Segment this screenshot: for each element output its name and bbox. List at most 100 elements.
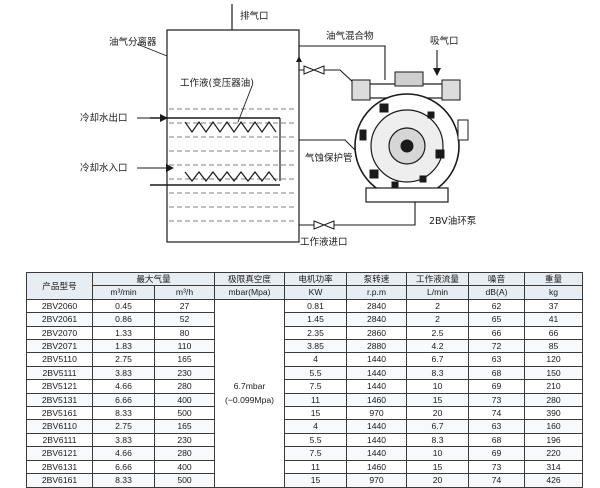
cell-model: 2BV2070 [26,325,93,341]
cell-weight: 390 [524,406,584,421]
cell-flow-m3min: 3.83 [92,365,155,381]
label-cooling-out: 冷却水出口 [80,112,128,124]
cell-noise: 62 [468,298,526,314]
label-suction: 吸气口 [430,35,459,47]
cell-flow-m3min: 0.86 [92,312,155,327]
cell-power: 2.35 [284,325,348,341]
cell-fluid: 15 [406,459,470,475]
cell-model: 2BV2060 [26,298,93,314]
cell-fluid: 8.3 [406,432,470,448]
cell-flow-m3h: 500 [153,406,216,421]
cell-noise: 69 [468,379,526,394]
cell-fluid: 6.7 [406,352,470,367]
cell-noise: 68 [468,432,526,448]
cell-speed: 970 [346,406,408,421]
cell-flow-m3h: 400 [153,392,216,408]
col-speed: 泵转速 [346,271,408,287]
pump-body [351,71,469,203]
cell-weight: 196 [524,432,584,448]
col-max-gas: 最大气量 [91,271,216,287]
unit-weight: kg [524,285,584,300]
cell-fluid: 20 [406,473,470,488]
label-mixture: 油气混合物 [326,30,374,42]
unit-power: KW [284,285,348,300]
cell-speed: 1440 [346,365,408,381]
cell-noise: 63 [468,352,526,367]
unit-m3min: m³/min [92,285,155,300]
check-valve-lower [313,220,335,230]
cell-weight: 120 [524,352,584,367]
separator-tank [166,29,300,243]
vacuum-mbar: 6.7mbar [233,381,266,392]
cell-flow-m3h: 52 [153,312,216,327]
cell-noise: 74 [468,406,526,421]
cell-flow-m3min: 0.45 [92,298,155,314]
cell-flow-m3h: 400 [153,459,216,475]
label-separator: 油气分离器 [109,36,157,48]
cell-fluid: 20 [406,406,470,421]
cell-speed: 1440 [346,379,408,394]
mixture-pipe [298,45,386,80]
cooling-coil [184,120,277,134]
spec-table: 产品型号 最大气量 极限真空度 电机功率 泵转速 工作液流量 噪音 重量 m³/… [26,271,584,488]
cell-weight: 426 [524,473,584,488]
cell-power: 4 [284,419,348,434]
cell-power: 5.5 [284,432,348,448]
cell-weight: 85 [524,339,584,354]
cell-noise: 74 [468,473,526,488]
cell-fluid: 2.5 [406,325,470,341]
cell-weight: 314 [524,459,584,475]
cell-fluid: 10 [406,379,470,394]
cell-fluid: 4.2 [406,339,470,354]
cell-flow-m3h: 110 [153,339,216,354]
cell-fluid: 2 [406,298,470,314]
col-weight: 重量 [524,271,584,287]
cell-flow-m3min: 8.33 [92,406,155,421]
cell-speed: 1440 [346,432,408,448]
cell-flow-m3h: 27 [153,298,216,314]
cell-speed: 2860 [346,325,408,341]
cell-model: 2BV5111 [26,365,93,381]
unit-fluid: L/min [406,285,470,300]
unit-m3h: m³/h [153,285,216,300]
coil-inlet-arrow [166,164,174,172]
cell-flow-m3h: 280 [153,379,216,394]
cell-flow-m3min: 3.83 [92,432,155,448]
cell-speed: 1440 [346,446,408,461]
cell-flow-m3min: 1.83 [92,339,155,354]
cell-flow-m3min: 2.75 [92,352,155,367]
cell-weight: 220 [524,446,584,461]
vacuum-mpa: (−0.099Mpa) [225,395,274,406]
coil-outlet-arrow [160,114,168,122]
cell-weight: 280 [524,392,584,408]
cell-power: 7.5 [284,379,348,394]
cell-fluid: 15 [406,392,470,408]
cell-weight: 66 [524,325,584,341]
cell-flow-m3h: 165 [153,419,216,434]
cell-weight: 160 [524,419,584,434]
cell-model: 2BV6161 [26,473,93,488]
cell-power: 15 [284,473,348,488]
header-row-1: 产品型号 最大气量 极限真空度 电机功率 泵转速 工作液流量 噪音 重量 [26,271,584,300]
cell-flow-m3min: 4.66 [92,446,155,461]
cell-power: 1.45 [284,312,348,327]
cell-flow-m3h: 230 [153,365,216,381]
cell-flow-m3min: 4.66 [92,379,155,394]
unit-noise: dB(A) [468,285,526,300]
cell-power: 7.5 [284,446,348,461]
cell-speed: 2880 [346,339,408,354]
cell-fluid: 6.7 [406,419,470,434]
cell-power: 11 [284,392,348,408]
cell-model: 2BV2061 [26,312,93,327]
cell-flow-m3h: 230 [153,432,216,448]
